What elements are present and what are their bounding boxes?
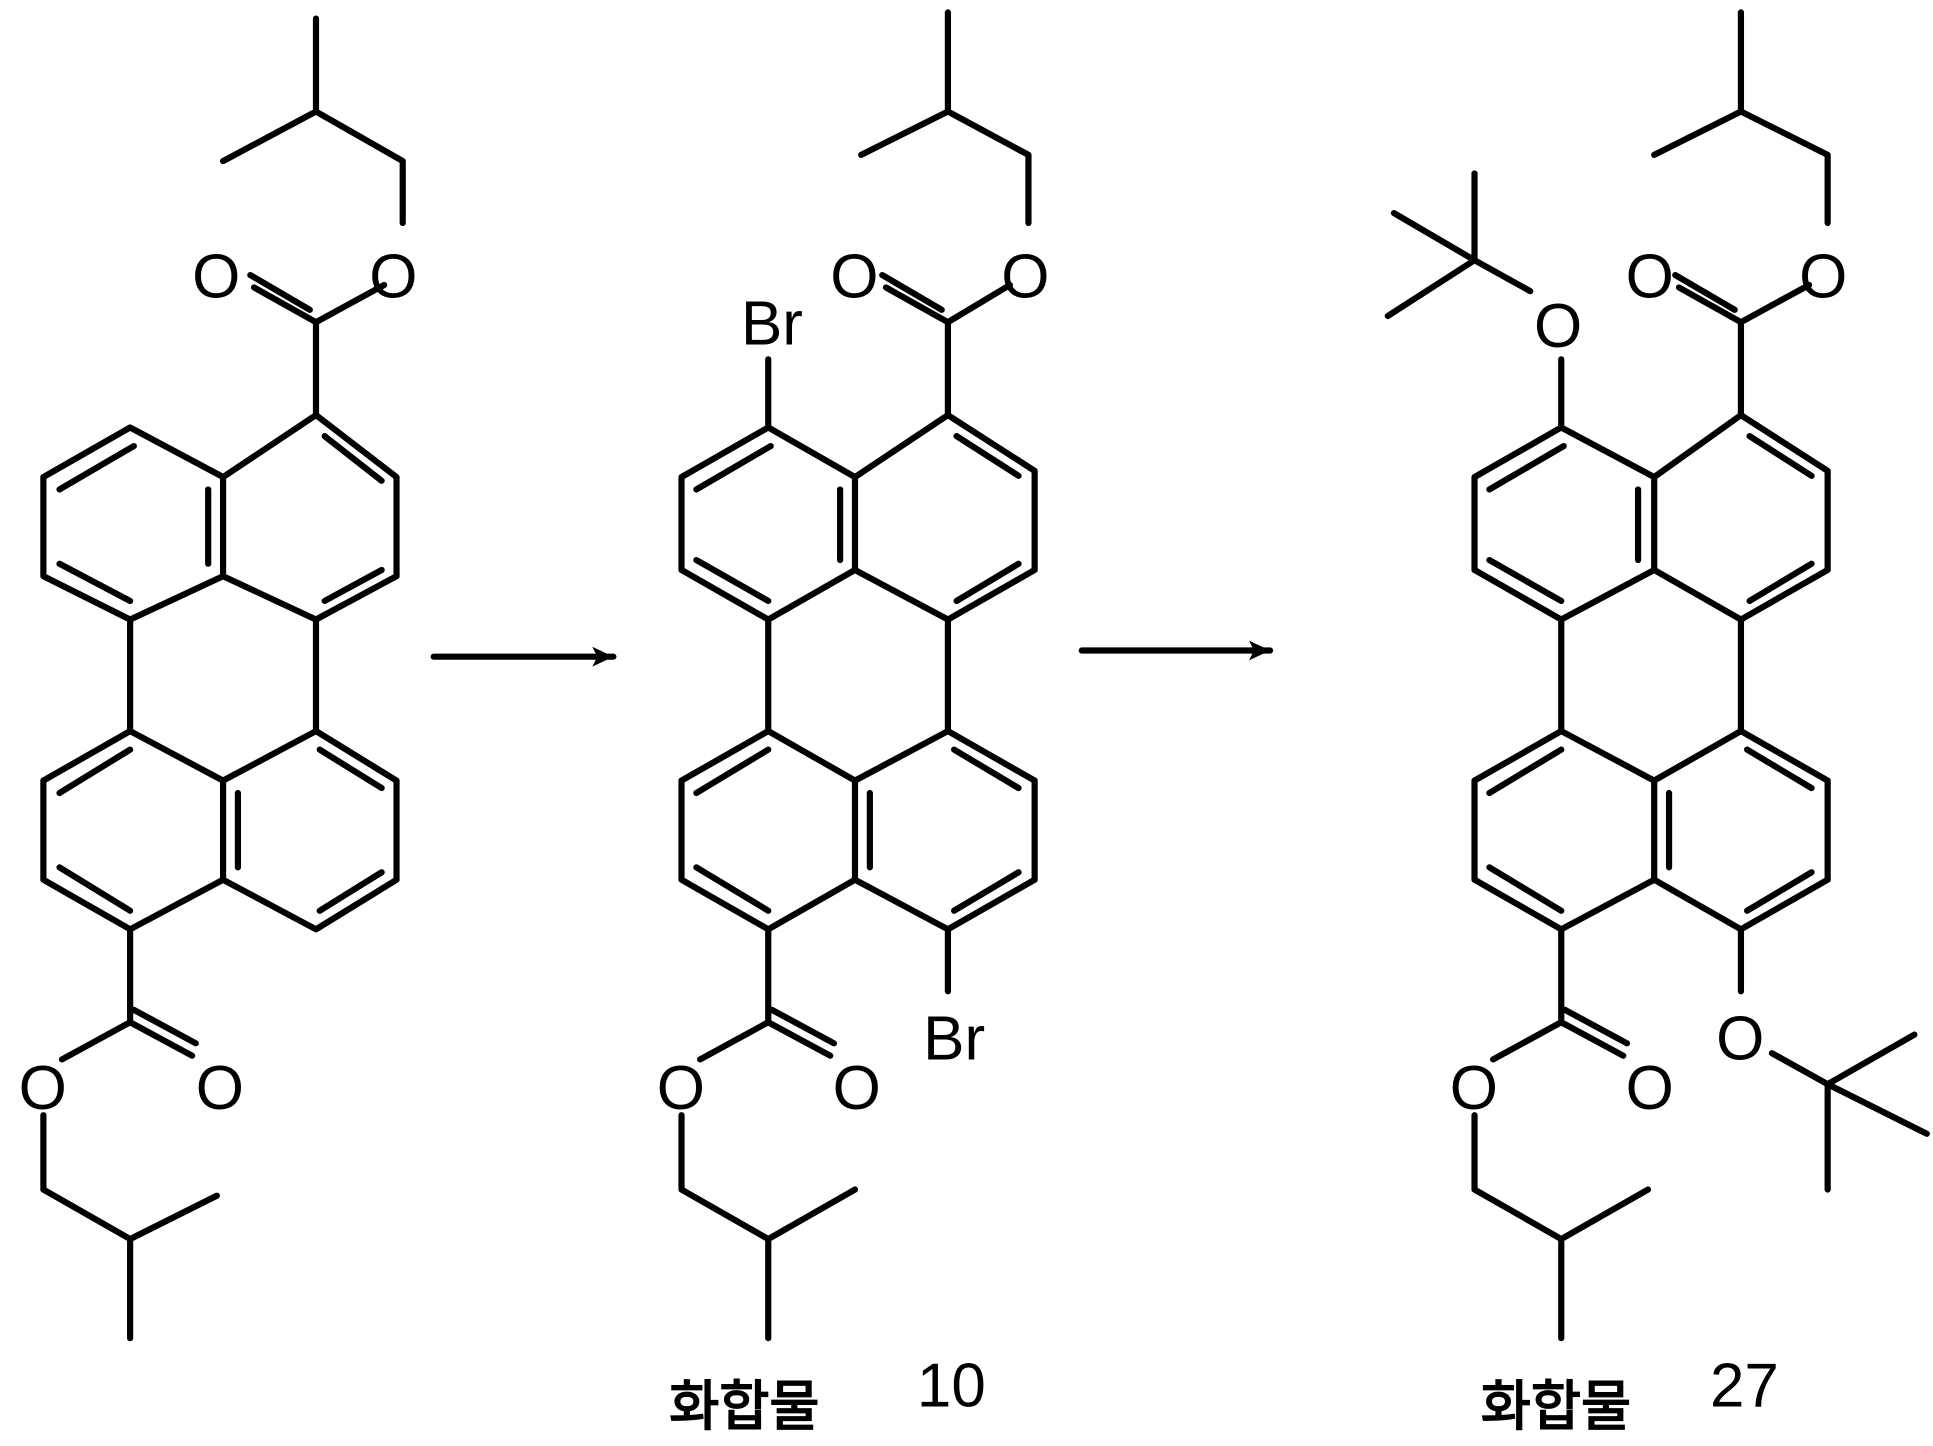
atom-O: O [192,242,240,311]
compound-10: Br O O Br O O 화합물 10 [657,12,1050,1438]
reaction-arrow-2 [1082,641,1270,661]
atom-O: O [1450,1054,1498,1123]
atom-O: O [1001,242,1049,311]
atom-O: O [833,1054,881,1123]
atom-O: O [1626,242,1674,311]
atom-Br: Br [741,289,803,358]
atom-O: O [830,242,878,311]
compound-label-prefix: 화합물 [669,1374,819,1438]
compound-label-prefix: 화합물 [1481,1374,1631,1438]
atom-O: O [196,1054,244,1123]
reaction-arrow-1 [434,647,614,667]
starting-material: O O O O [19,19,418,1339]
compound-label-number: 10 [917,1351,986,1420]
atom-O: O [369,242,417,311]
atom-O: O [1716,1004,1764,1073]
atom-O: O [1534,292,1582,361]
atom-O: O [19,1054,67,1123]
compound-27: O O O O O O 화합물 27 [1388,12,1927,1438]
atom-O: O [1626,1054,1674,1123]
atom-Br: Br [923,1004,985,1073]
atom-O: O [657,1054,705,1123]
atom-O: O [1799,242,1847,311]
compound-label-number: 27 [1710,1351,1779,1420]
